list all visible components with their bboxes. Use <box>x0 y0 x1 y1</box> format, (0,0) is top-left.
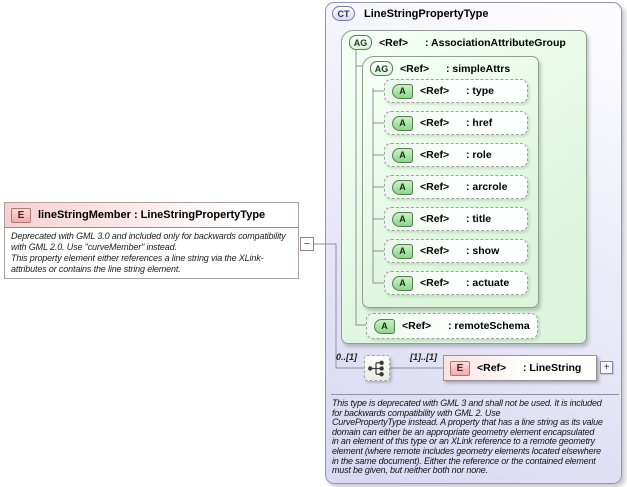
annotation-line: Deprecated with GML 3.0 and included onl… <box>11 231 286 241</box>
element-header: E lineStringMember : LineStringPropertyT… <box>5 203 298 228</box>
attribute-type[interactable]: A <Ref> : type <box>384 79 528 103</box>
simple-attrs-header: AG <Ref> : simpleAttrs <box>370 61 510 76</box>
attribute-name: : role <box>466 149 492 161</box>
annotation-line: must be given, but neither both nor none… <box>332 465 488 476</box>
collapse-toggle[interactable]: − <box>300 237 314 251</box>
element-LineString-box[interactable]: E <Ref> : LineString <box>443 355 597 381</box>
sequence-icon <box>368 360 384 376</box>
attribute-badge: A <box>392 147 413 163</box>
attribute-name: : type <box>466 85 495 97</box>
attribute-arcrole[interactable]: A <Ref> : arcrole <box>384 175 528 199</box>
cardinality-right: [1]..[1] <box>410 352 437 362</box>
complex-type-annotation: This type is deprecated with GML 3 and s… <box>332 398 622 476</box>
attribute-badge: A <box>392 211 413 227</box>
attribute-group-badge: AG <box>349 35 372 50</box>
element-annotation: Deprecated with GML 3.0 and included onl… <box>5 228 298 275</box>
attribute-badge: A <box>392 115 413 131</box>
complex-type-title: LineStringPropertyType <box>364 7 489 20</box>
association-attribute-group-header: AG <Ref> : AssociationAttributeGroup <box>349 35 566 50</box>
element-badge: E <box>11 207 31 223</box>
group-name: : simpleAttrs <box>446 62 511 75</box>
minus-icon: − <box>303 237 311 250</box>
attribute-badge: A <box>392 243 413 259</box>
element-badge: E <box>450 360 470 376</box>
plus-icon: + <box>603 361 610 373</box>
attribute-badge: A <box>374 318 395 334</box>
attribute-href[interactable]: A <Ref> : href <box>384 111 528 135</box>
element-name: : LineString <box>523 362 582 374</box>
attribute-name: : actuate <box>466 277 510 289</box>
annotation-line: This type is deprecated with GML 3 and s… <box>332 398 602 408</box>
ref-label: <Ref> <box>420 277 450 289</box>
ref-label: <Ref> <box>420 85 450 97</box>
element-title: lineStringMember : LineStringPropertyTyp… <box>38 209 266 221</box>
ref-label: <Ref> <box>400 62 430 75</box>
complex-type-badge: CT <box>332 6 355 21</box>
attribute-name: : remoteSchema <box>448 320 530 332</box>
attribute-group-badge: AG <box>370 61 393 76</box>
annotation-line: in the same document). Either the refere… <box>332 455 596 466</box>
attribute-name: : arcrole <box>466 181 508 193</box>
attribute-actuate[interactable]: A <Ref> : actuate <box>384 271 528 295</box>
attribute-title[interactable]: A <Ref> : title <box>384 207 528 231</box>
attribute-show[interactable]: A <Ref> : show <box>384 239 528 263</box>
annotation-line: domain can either be an appropriate geom… <box>332 426 595 437</box>
group-name: : AssociationAttributeGroup <box>425 36 566 49</box>
attribute-badge: A <box>392 275 413 291</box>
attribute-badge: A <box>392 179 413 195</box>
element-lineStringMember-box[interactable]: E lineStringMember : LineStringPropertyT… <box>4 202 299 279</box>
annotation-line: CurvePropertyType instead. A property th… <box>332 417 603 428</box>
attribute-name: : href <box>466 117 493 129</box>
annotation-line: in an element of this type or an XLink r… <box>332 436 595 447</box>
annotation-line: with GML 2.0. Use "curveMember" instead. <box>11 242 177 252</box>
ref-label: <Ref> <box>402 320 432 332</box>
ref-label: <Ref> <box>420 149 450 161</box>
annotation-line: This property element either references … <box>11 253 264 263</box>
attribute-name: : title <box>466 213 492 225</box>
complex-type-header: CT LineStringPropertyType <box>332 6 488 21</box>
ref-label: <Ref> <box>477 362 507 374</box>
sequence-model-group <box>364 355 390 381</box>
ref-label: <Ref> <box>420 117 450 129</box>
attribute-name: : show <box>466 245 500 257</box>
annotation-line: element (where remote includes geometry … <box>332 445 601 456</box>
ref-label: <Ref> <box>420 245 450 257</box>
ref-label: <Ref> <box>379 36 409 49</box>
ref-label: <Ref> <box>420 181 450 193</box>
annotation-separator <box>331 394 619 395</box>
ref-label: <Ref> <box>420 213 450 225</box>
attribute-remoteSchema[interactable]: A <Ref> : remoteSchema <box>366 313 538 339</box>
attribute-badge: A <box>392 83 413 99</box>
annotation-line: attributes or contains the line string e… <box>11 264 181 274</box>
cardinality-left: 0..[1] <box>336 352 358 362</box>
annotation-line: for backwards compatibility with GML 2. … <box>332 407 501 418</box>
expand-toggle[interactable]: + <box>600 361 613 374</box>
attribute-role[interactable]: A <Ref> : role <box>384 143 528 167</box>
